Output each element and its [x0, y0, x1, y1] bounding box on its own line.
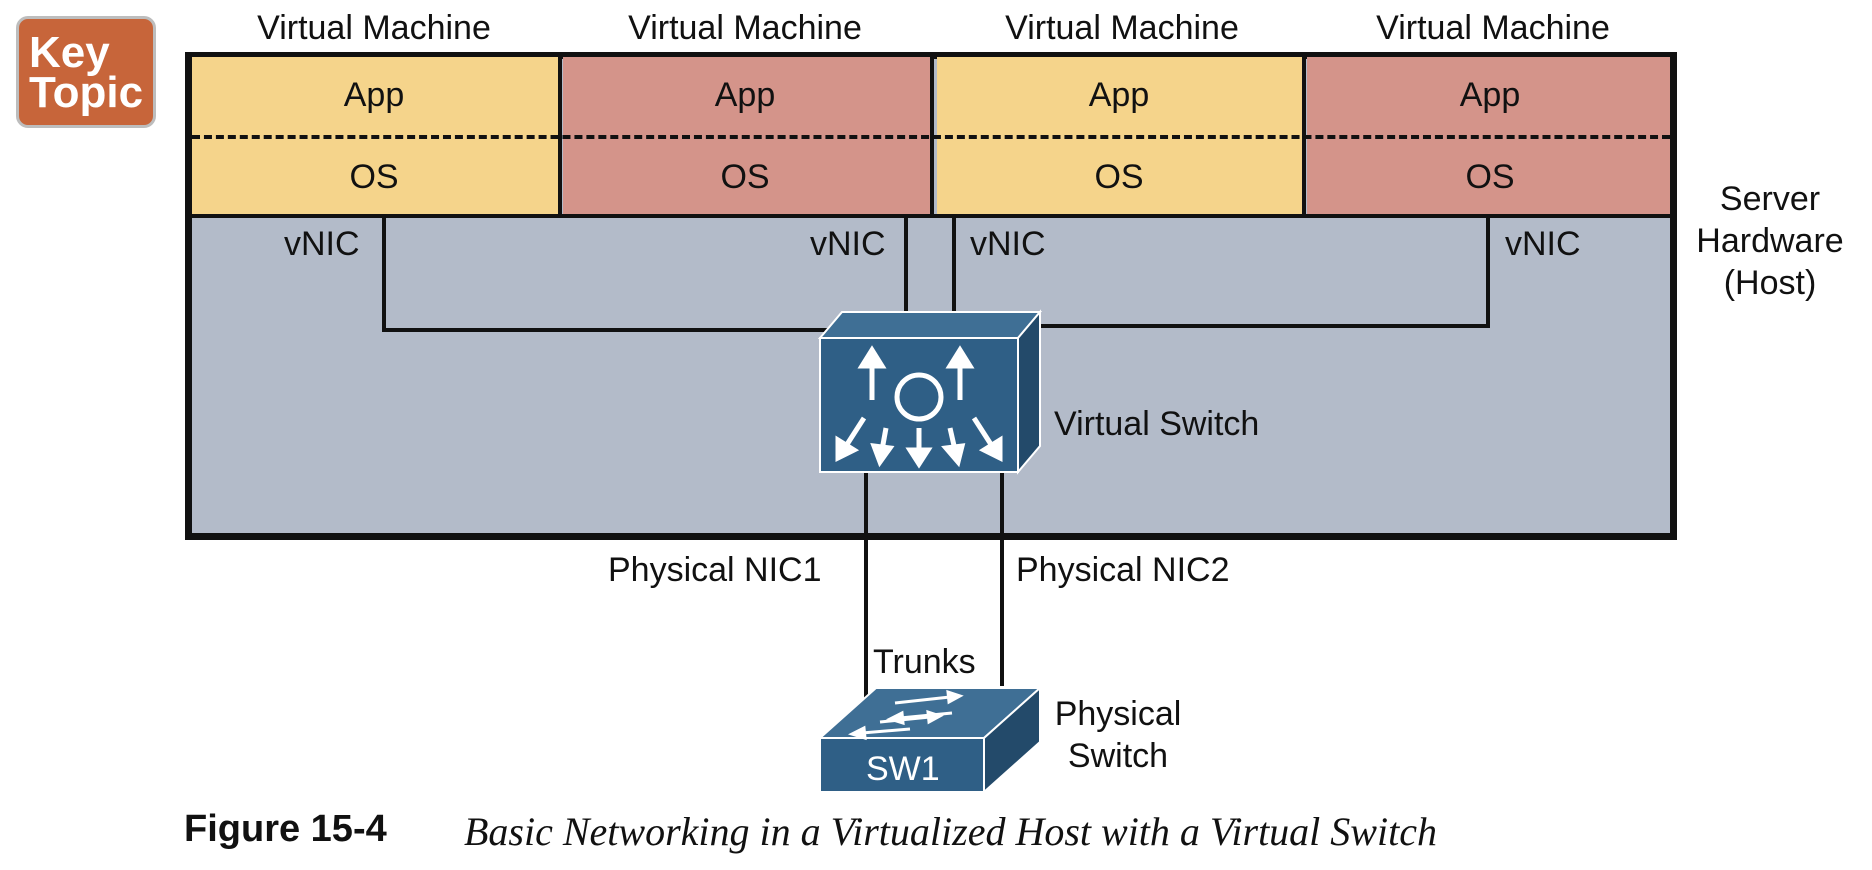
vm2-os-label: OS — [720, 158, 770, 196]
vnic3-link — [952, 218, 956, 313]
vm-title-4: Virtual Machine — [1376, 9, 1610, 47]
vnic-label-4: vNIC — [1505, 225, 1581, 263]
multilayer-switch-icon — [817, 309, 1043, 475]
server-hardware-line1: Server — [1719, 180, 1821, 218]
key-topic-badge: Key Topic — [16, 16, 156, 128]
vnic4-link — [1486, 218, 1490, 328]
physical-nic2-link — [1000, 468, 1004, 686]
app-os-separator — [192, 135, 1670, 139]
vm3-app-label: App — [1088, 76, 1150, 114]
workgroup-switch-icon — [817, 685, 1043, 795]
vm-title-1: Virtual Machine — [257, 9, 491, 47]
vnic-label-3: vNIC — [970, 225, 1046, 263]
vm4-app-label: App — [1459, 76, 1521, 114]
physical-nic2-label: Physical NIC2 — [1016, 551, 1230, 589]
physical-switch-name: SW1 — [866, 750, 940, 788]
server-hardware-label: Server Hardware (Host) — [1682, 178, 1858, 304]
key-topic-line2: Topic — [29, 68, 144, 117]
vnic2-link — [904, 218, 908, 313]
physical-switch-label-line1: Physical — [1054, 695, 1182, 733]
physical-switch-label-line2: Switch — [1067, 737, 1169, 775]
vnic1-link — [382, 328, 842, 332]
server-hardware-line3: (Host) — [1723, 264, 1817, 302]
trunks-label: Trunks — [873, 643, 976, 681]
vnic4-link — [1040, 324, 1490, 328]
vnic-label-2: vNIC — [810, 225, 886, 263]
key-topic-line1: Key — [29, 28, 110, 77]
figure-caption: Basic Networking in a Virtualized Host w… — [464, 809, 1437, 854]
vm-bottom-border — [185, 214, 1677, 218]
figure-number: Figure 15-4 — [184, 808, 387, 850]
virtual-switch-label: Virtual Switch — [1054, 405, 1260, 443]
vm3-os-label: OS — [1094, 158, 1144, 196]
physical-nic1-label: Physical NIC1 — [608, 551, 822, 589]
vm1-os-label: OS — [349, 158, 399, 196]
vm-title-2: Virtual Machine — [628, 9, 862, 47]
vm4-os-label: OS — [1465, 158, 1515, 196]
server-hardware-line2: Hardware — [1696, 222, 1844, 260]
physical-nic1-link — [864, 468, 868, 698]
vm-title-3: Virtual Machine — [1005, 9, 1239, 47]
vm2-app-label: App — [714, 76, 776, 114]
vnic1-link — [382, 218, 386, 332]
vnic-label-1: vNIC — [284, 225, 360, 263]
vm1-app-label: App — [343, 76, 405, 114]
